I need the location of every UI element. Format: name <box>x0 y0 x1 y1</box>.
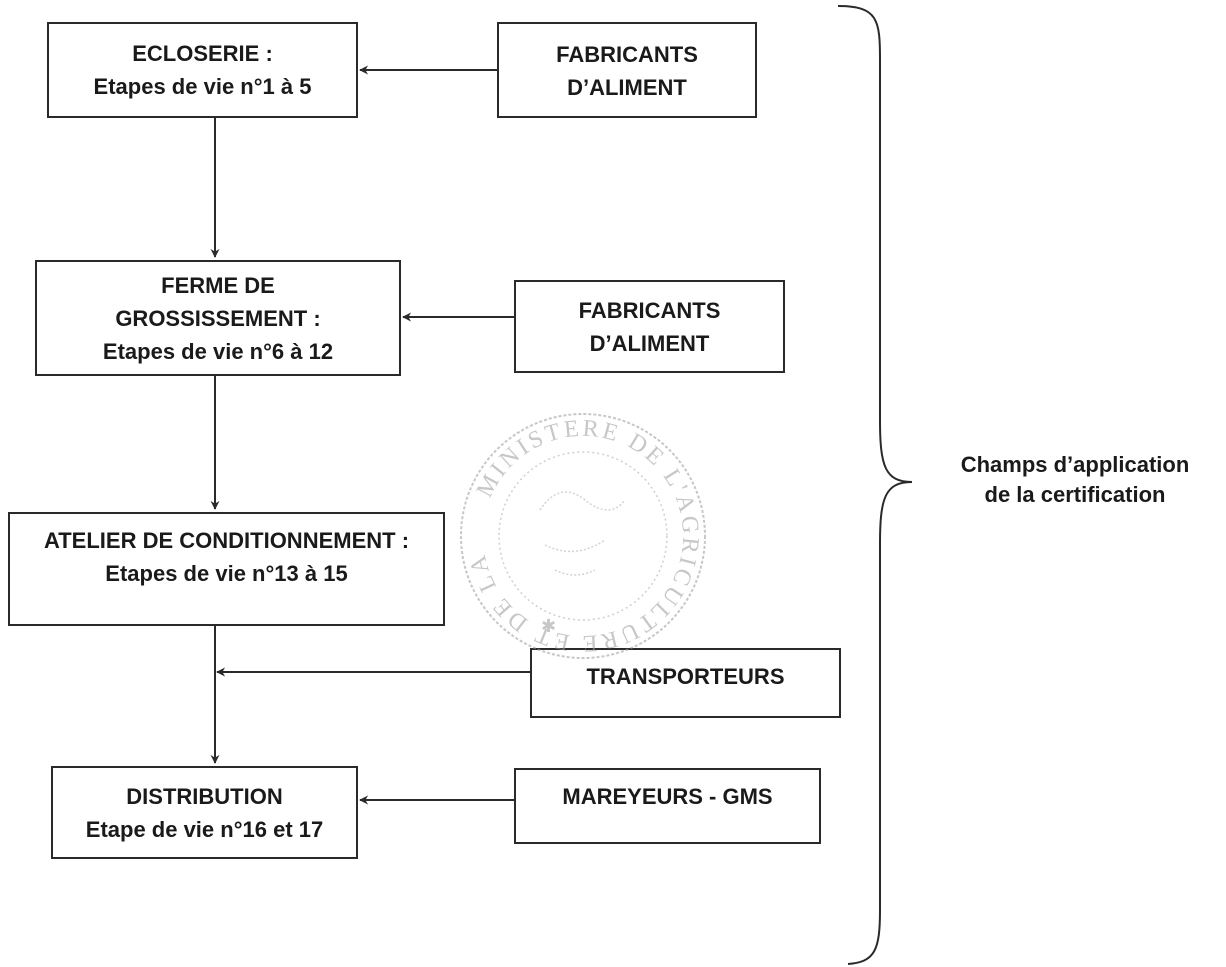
supplier-1-line2: D’ALIMENT <box>567 75 687 100</box>
stage-ferme-steps: Etapes de vie n°6 à 12 <box>102 338 334 364</box>
supplier-box-fabricants-aliment-2: FABRICANTS D’ALIMENT <box>514 280 785 373</box>
scope-label-line2: de la certification <box>984 482 1166 507</box>
supplier-2-line1: FABRICANTS <box>578 297 721 323</box>
stage-ecloserie-steps: Etapes de vie n°1 à 5 <box>93 74 312 99</box>
stage-box-ecloserie: ECLOSERIE : Etapes de vie n°1 à 5 <box>47 22 358 118</box>
curly-brace-shape <box>837 5 913 965</box>
supplier-2-line2: D’ALIMENT <box>589 330 710 356</box>
supplier-box-fabricants-aliment-1: FABRICANTS D’ALIMENT <box>497 22 757 118</box>
scope-label-line1: Champs d’application <box>960 452 1190 477</box>
supplier-1-line1: FABRICANTS <box>556 42 698 67</box>
certification-scope-label: Champs d’application de la certification <box>930 450 1220 510</box>
stage-box-distribution: DISTRIBUTION Etape de vie n°16 et 17 <box>51 766 358 859</box>
stage-ecloserie-title: ECLOSERIE : <box>132 41 273 66</box>
stage-ferme-title-line1: FERME DE <box>161 272 275 298</box>
supplier-box-transporteurs: TRANSPORTEURS <box>530 648 841 718</box>
stage-atelier-title: ATELIER DE CONDITIONNEMENT : <box>43 528 410 553</box>
supplier-box-mareyeurs-gms: MAREYEURS - GMS <box>514 768 821 844</box>
stage-distribution-steps: Etape de vie n°16 et 17 <box>85 816 324 842</box>
stage-atelier-steps: Etapes de vie n°13 à 15 <box>105 561 348 586</box>
supplier-3-line1: TRANSPORTEURS <box>586 664 785 689</box>
stage-box-atelier-conditionnement: ATELIER DE CONDITIONNEMENT : Etapes de v… <box>8 512 445 626</box>
stage-box-ferme-grossissement: FERME DE GROSSISSEMENT : Etapes de vie n… <box>35 260 401 376</box>
stage-ferme-title-line2: GROSSISSEMENT : <box>115 305 321 331</box>
supplier-4-line1: MAREYEURS - GMS <box>562 784 773 809</box>
stage-distribution-title: DISTRIBUTION <box>126 783 283 809</box>
